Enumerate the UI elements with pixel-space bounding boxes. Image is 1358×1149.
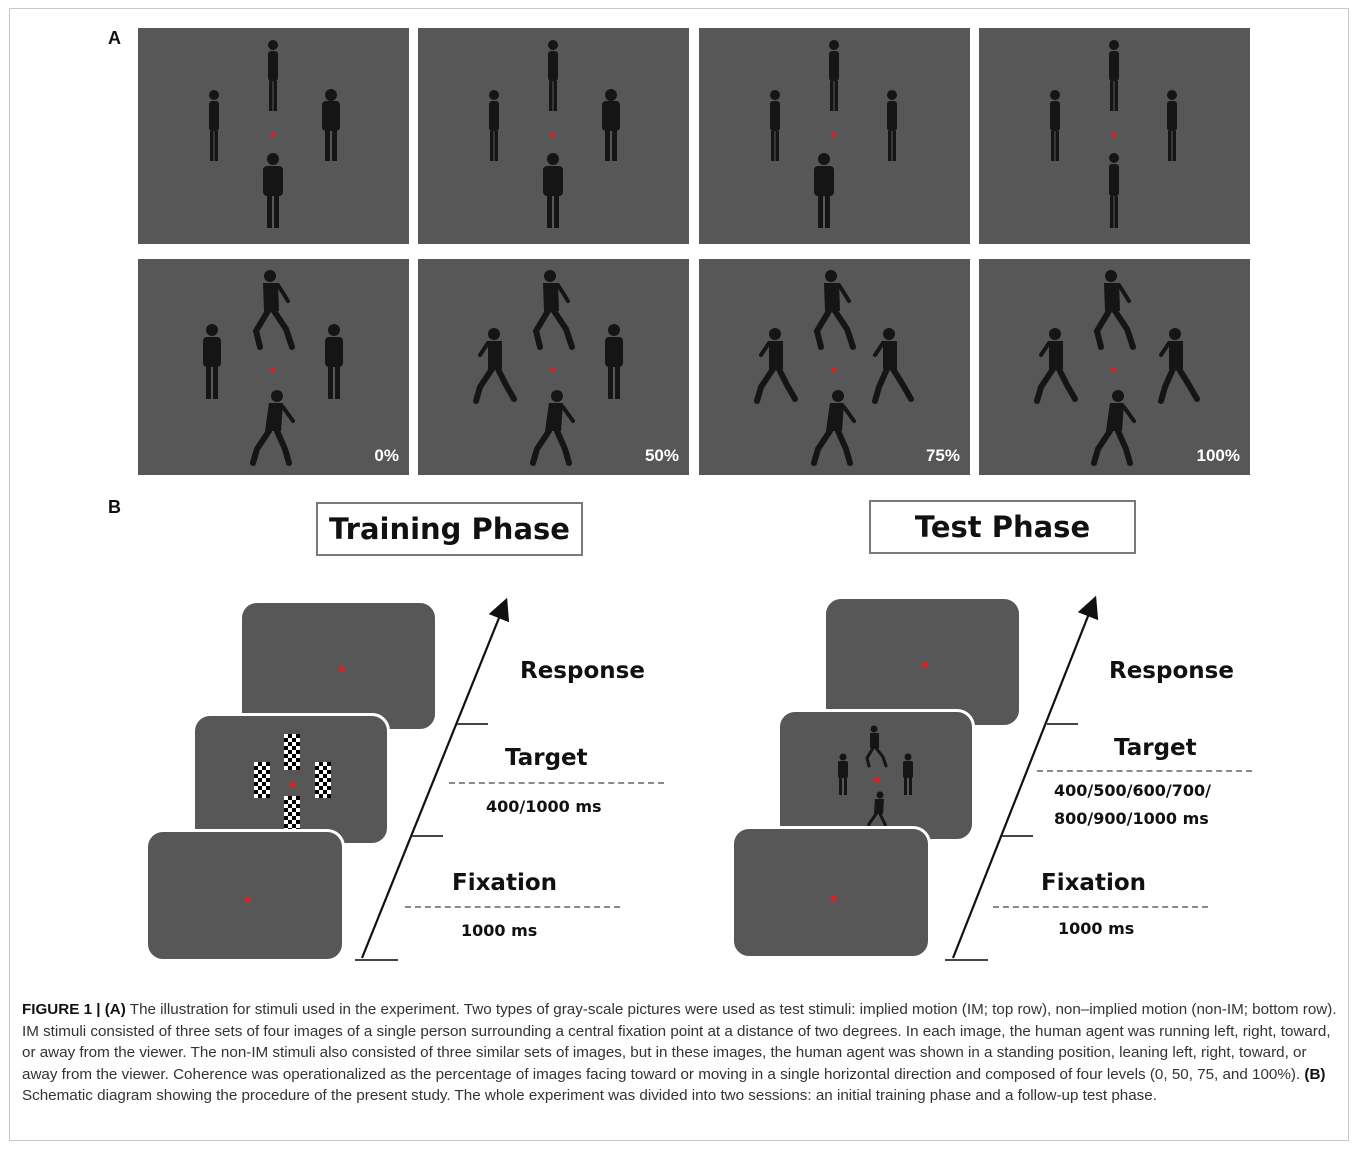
training-fixation-divider	[405, 906, 620, 908]
test-target-divider	[1037, 770, 1252, 772]
stimulus-top-3	[699, 28, 970, 244]
coherence-label: 0%	[374, 446, 399, 465]
stimulus-top-1	[138, 28, 409, 244]
training-fixation-screen	[145, 829, 345, 962]
test-target-screen	[777, 709, 975, 842]
training-fixation-label: Fixation	[452, 870, 558, 896]
running-person-top	[252, 270, 295, 350]
standing-person-top	[268, 40, 278, 111]
caption-b-ref: (B)	[1304, 1065, 1326, 1083]
caption-b-text: Schematic diagram showing the procedure …	[22, 1087, 1157, 1104]
standing-person-left	[838, 753, 848, 795]
training-phase-title: Training Phase	[316, 502, 583, 556]
fixation-dot	[270, 132, 276, 138]
figure-caption: FIGURE 1 | (A) The illustration for stim…	[22, 999, 1338, 1107]
checkerboard-right	[315, 762, 331, 798]
standing-person-right	[903, 753, 913, 795]
stimulus-bottom-2: 50%	[418, 259, 689, 475]
stimulus-bottom-4: 100%	[979, 259, 1250, 475]
test-target-label: Target	[1114, 735, 1197, 761]
test-fixation-divider	[993, 906, 1208, 908]
standing-person-bottom	[263, 153, 283, 228]
running-person-bottom	[250, 390, 295, 466]
checkerboard-top	[284, 734, 300, 770]
training-fixation-duration: 1000 ms	[461, 921, 538, 940]
test-fixation-label: Fixation	[1041, 870, 1147, 896]
caption-label: FIGURE 1 |	[22, 1001, 101, 1018]
figure-frame	[9, 8, 1349, 1141]
coherence-label: 100%	[1196, 446, 1240, 465]
fixation-dot	[339, 666, 345, 672]
standing-person-left	[209, 90, 219, 161]
standing-person-right	[322, 89, 340, 161]
test-target-duration-2: 800/900/1000 ms	[1054, 809, 1209, 828]
running-person-top	[865, 725, 888, 768]
training-response-label: Response	[520, 658, 645, 684]
fixation-dot	[245, 897, 251, 903]
caption-a-ref: (A)	[104, 1001, 126, 1018]
coherence-label: 75%	[925, 446, 960, 465]
training-target-divider	[449, 782, 664, 784]
training-target-duration: 400/1000 ms	[486, 797, 602, 816]
test-target-duration-1: 400/500/600/700/	[1054, 781, 1211, 800]
standing-person-left	[203, 324, 221, 399]
stimulus-top-4	[979, 28, 1250, 244]
fixation-dot	[290, 782, 296, 788]
panel-a-letter: A	[108, 28, 121, 48]
test-fixation-duration: 1000 ms	[1058, 919, 1135, 938]
panel-b-letter: B	[108, 497, 121, 517]
test-fixation-screen	[731, 826, 931, 959]
fixation-dot	[922, 662, 928, 668]
fixation-dot	[831, 896, 837, 902]
standing-person-right	[325, 324, 343, 399]
test-response-label: Response	[1109, 658, 1234, 684]
fixation-dot	[874, 777, 880, 783]
test-phase-title: Test Phase	[869, 500, 1136, 554]
training-target-label: Target	[505, 745, 588, 771]
checkerboard-left	[254, 762, 270, 798]
training-target-screen	[192, 713, 390, 846]
checkerboard-bottom	[284, 796, 300, 832]
stimulus-top-2	[418, 28, 689, 244]
stimulus-bottom-1: 0%	[138, 259, 409, 475]
coherence-label: 50%	[644, 446, 679, 465]
stimulus-bottom-3: 75%	[699, 259, 970, 475]
caption-a-text: The illustration for stimuli used in the…	[22, 1001, 1337, 1083]
